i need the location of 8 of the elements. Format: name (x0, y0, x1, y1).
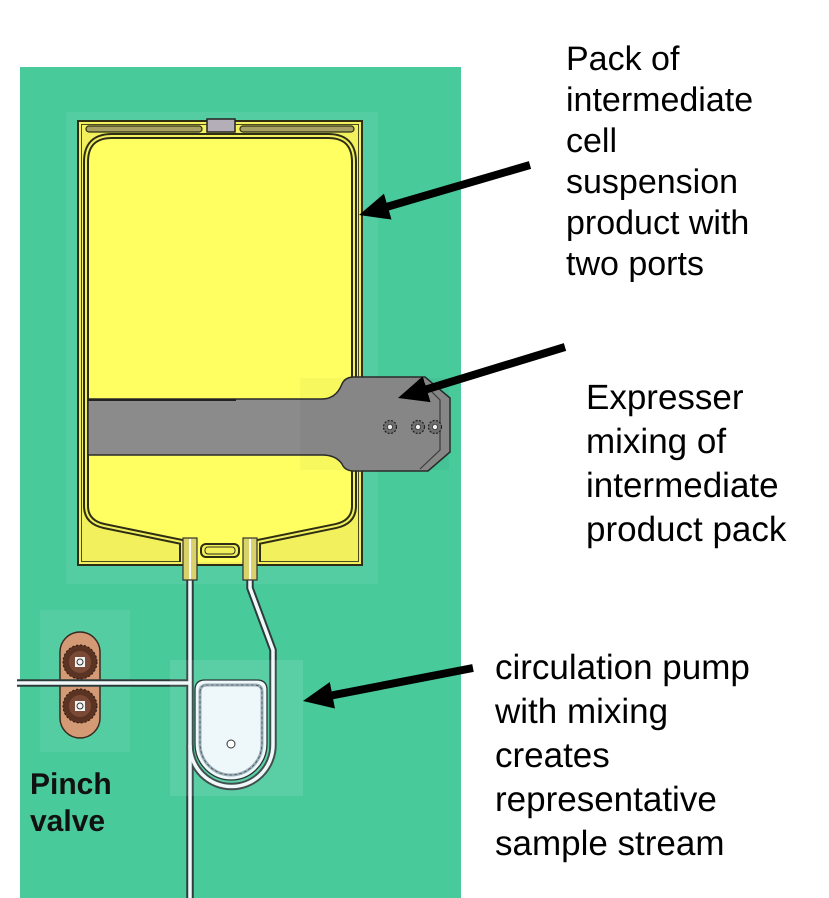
arrow (358, 161, 532, 220)
callout-text: circulation pump with mixing creates representative sample stream (495, 647, 751, 865)
arrow (396, 343, 566, 402)
callout-text: Expresser mixing of intermediate product pack (586, 377, 788, 551)
part-label: Pinch valve (30, 767, 113, 840)
callout-text: Pack of intermediate cell suspension product with two ports (566, 39, 754, 285)
pump-drawing (170, 660, 303, 796)
expresser-plate-drawing (86, 374, 452, 474)
